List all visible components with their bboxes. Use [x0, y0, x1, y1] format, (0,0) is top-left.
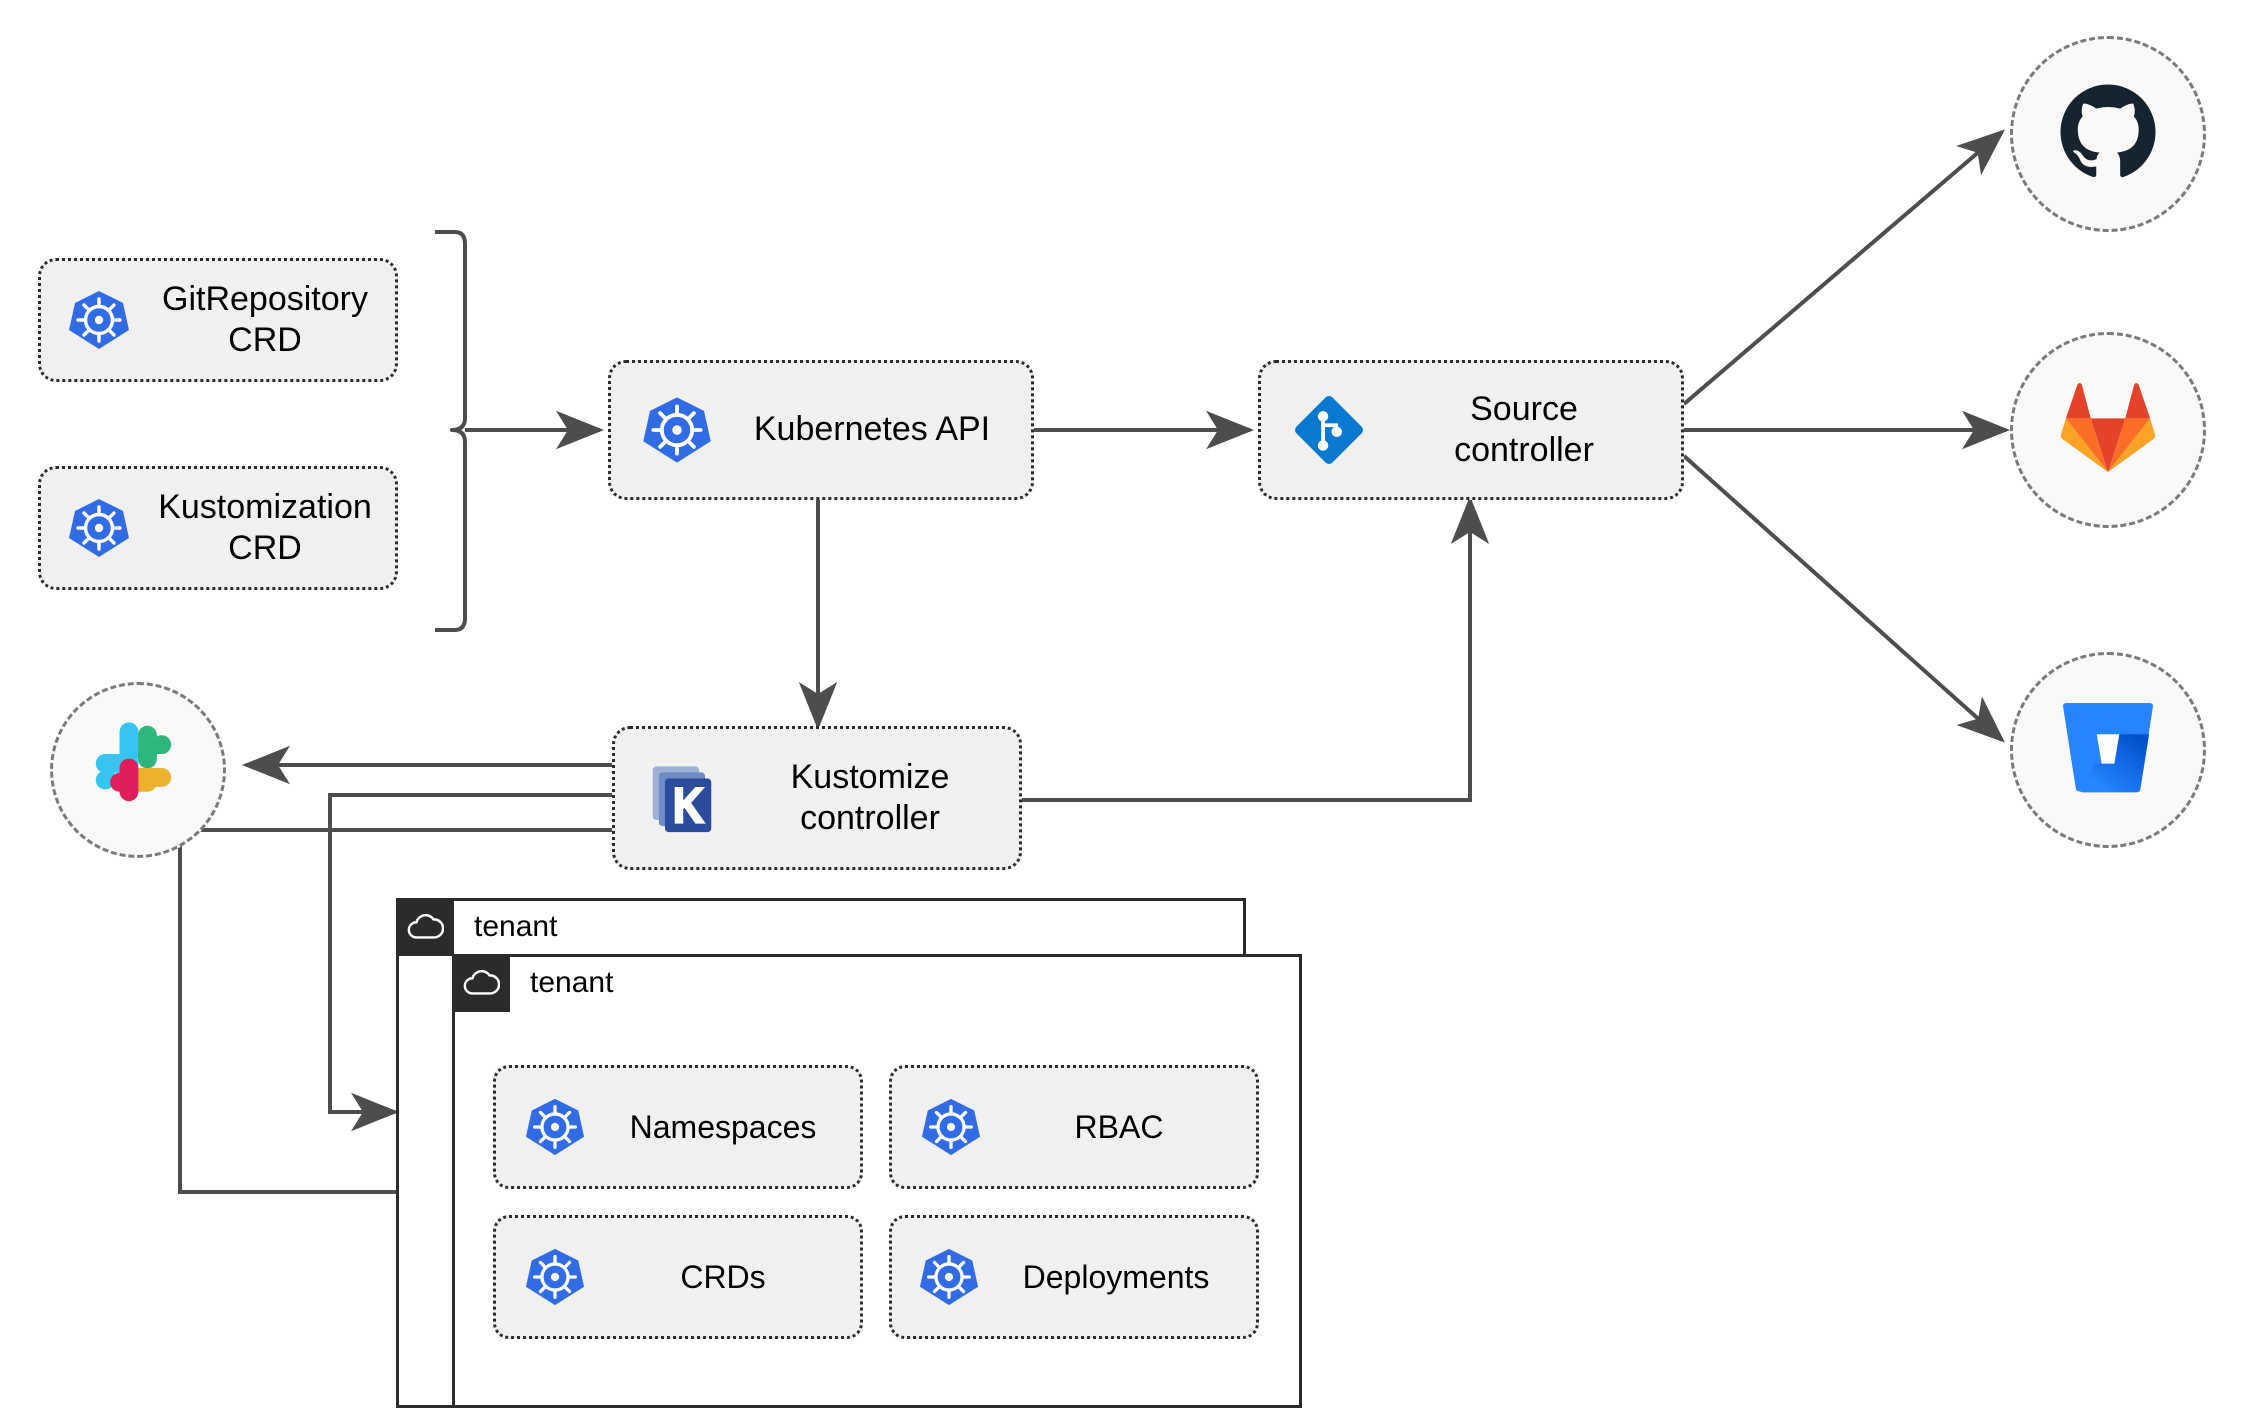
source-controller-label: Source controller: [1454, 389, 1594, 469]
crds-resource[interactable]: CRDs: [493, 1215, 863, 1339]
crds-label: CRDs: [680, 1258, 766, 1295]
slack-icon: [92, 721, 184, 819]
kubernetes-icon: [892, 1246, 986, 1308]
kustomize-controller-label: Kustomize controller: [790, 757, 950, 837]
gitrepository-crd-label: GitRepository CRD: [162, 279, 368, 359]
git-icon: [1261, 392, 1381, 468]
gitlab-provider[interactable]: [2010, 332, 2206, 528]
slack-notifier[interactable]: [50, 682, 226, 858]
wire-source-bitbucket: [1682, 454, 2005, 743]
tenant-back-header: tenant: [396, 898, 557, 956]
kubernetes-icon: [41, 496, 149, 560]
bitbucket-provider[interactable]: [2010, 652, 2206, 848]
kubernetes-icon: [41, 288, 149, 352]
tenant-front-label: tenant: [530, 966, 614, 999]
deployments-resource[interactable]: Deployments: [889, 1215, 1259, 1339]
rbac-label: RBAC: [1074, 1108, 1164, 1145]
kubernetes-api-node[interactable]: Kubernetes API: [608, 360, 1034, 500]
tenant-back-label: tenant: [474, 910, 558, 943]
kubernetes-api-label: Kubernetes API: [753, 410, 991, 449]
tenant-front-header: tenant: [452, 954, 613, 1012]
kubernetes-icon: [892, 1096, 992, 1158]
kustomization-crd-node[interactable]: Kustomization CRD: [38, 466, 398, 590]
github-provider[interactable]: [2010, 36, 2206, 232]
gitrepository-crd-node[interactable]: GitRepository CRD: [38, 258, 398, 382]
gitlab-icon: [2060, 382, 2156, 479]
kubernetes-icon: [611, 394, 727, 466]
source-controller-node[interactable]: Source controller: [1258, 360, 1684, 500]
github-icon: [2058, 82, 2158, 187]
bitbucket-icon: [2059, 702, 2157, 799]
kustomize-controller-node[interactable]: Kustomize controller: [612, 726, 1022, 870]
deployments-label: Deployments: [1022, 1258, 1210, 1295]
crd-bracket: [435, 230, 467, 632]
cloud-icon: [396, 898, 454, 956]
cloud-icon: [452, 954, 510, 1012]
kubernetes-icon: [496, 1096, 596, 1158]
kustomization-crd-label: Kustomization CRD: [158, 487, 372, 567]
namespaces-label: Namespaces: [629, 1108, 817, 1145]
wire-kustomize-source: [1022, 496, 1490, 802]
kubernetes-icon: [496, 1246, 596, 1308]
rbac-resource[interactable]: RBAC: [889, 1065, 1259, 1189]
namespaces-resource[interactable]: Namespaces: [493, 1065, 863, 1189]
tenant-front-container[interactable]: tenant Namespaces: [452, 954, 1302, 1408]
kustomize-icon: [615, 759, 735, 837]
wire-source-github: [1682, 129, 2006, 406]
